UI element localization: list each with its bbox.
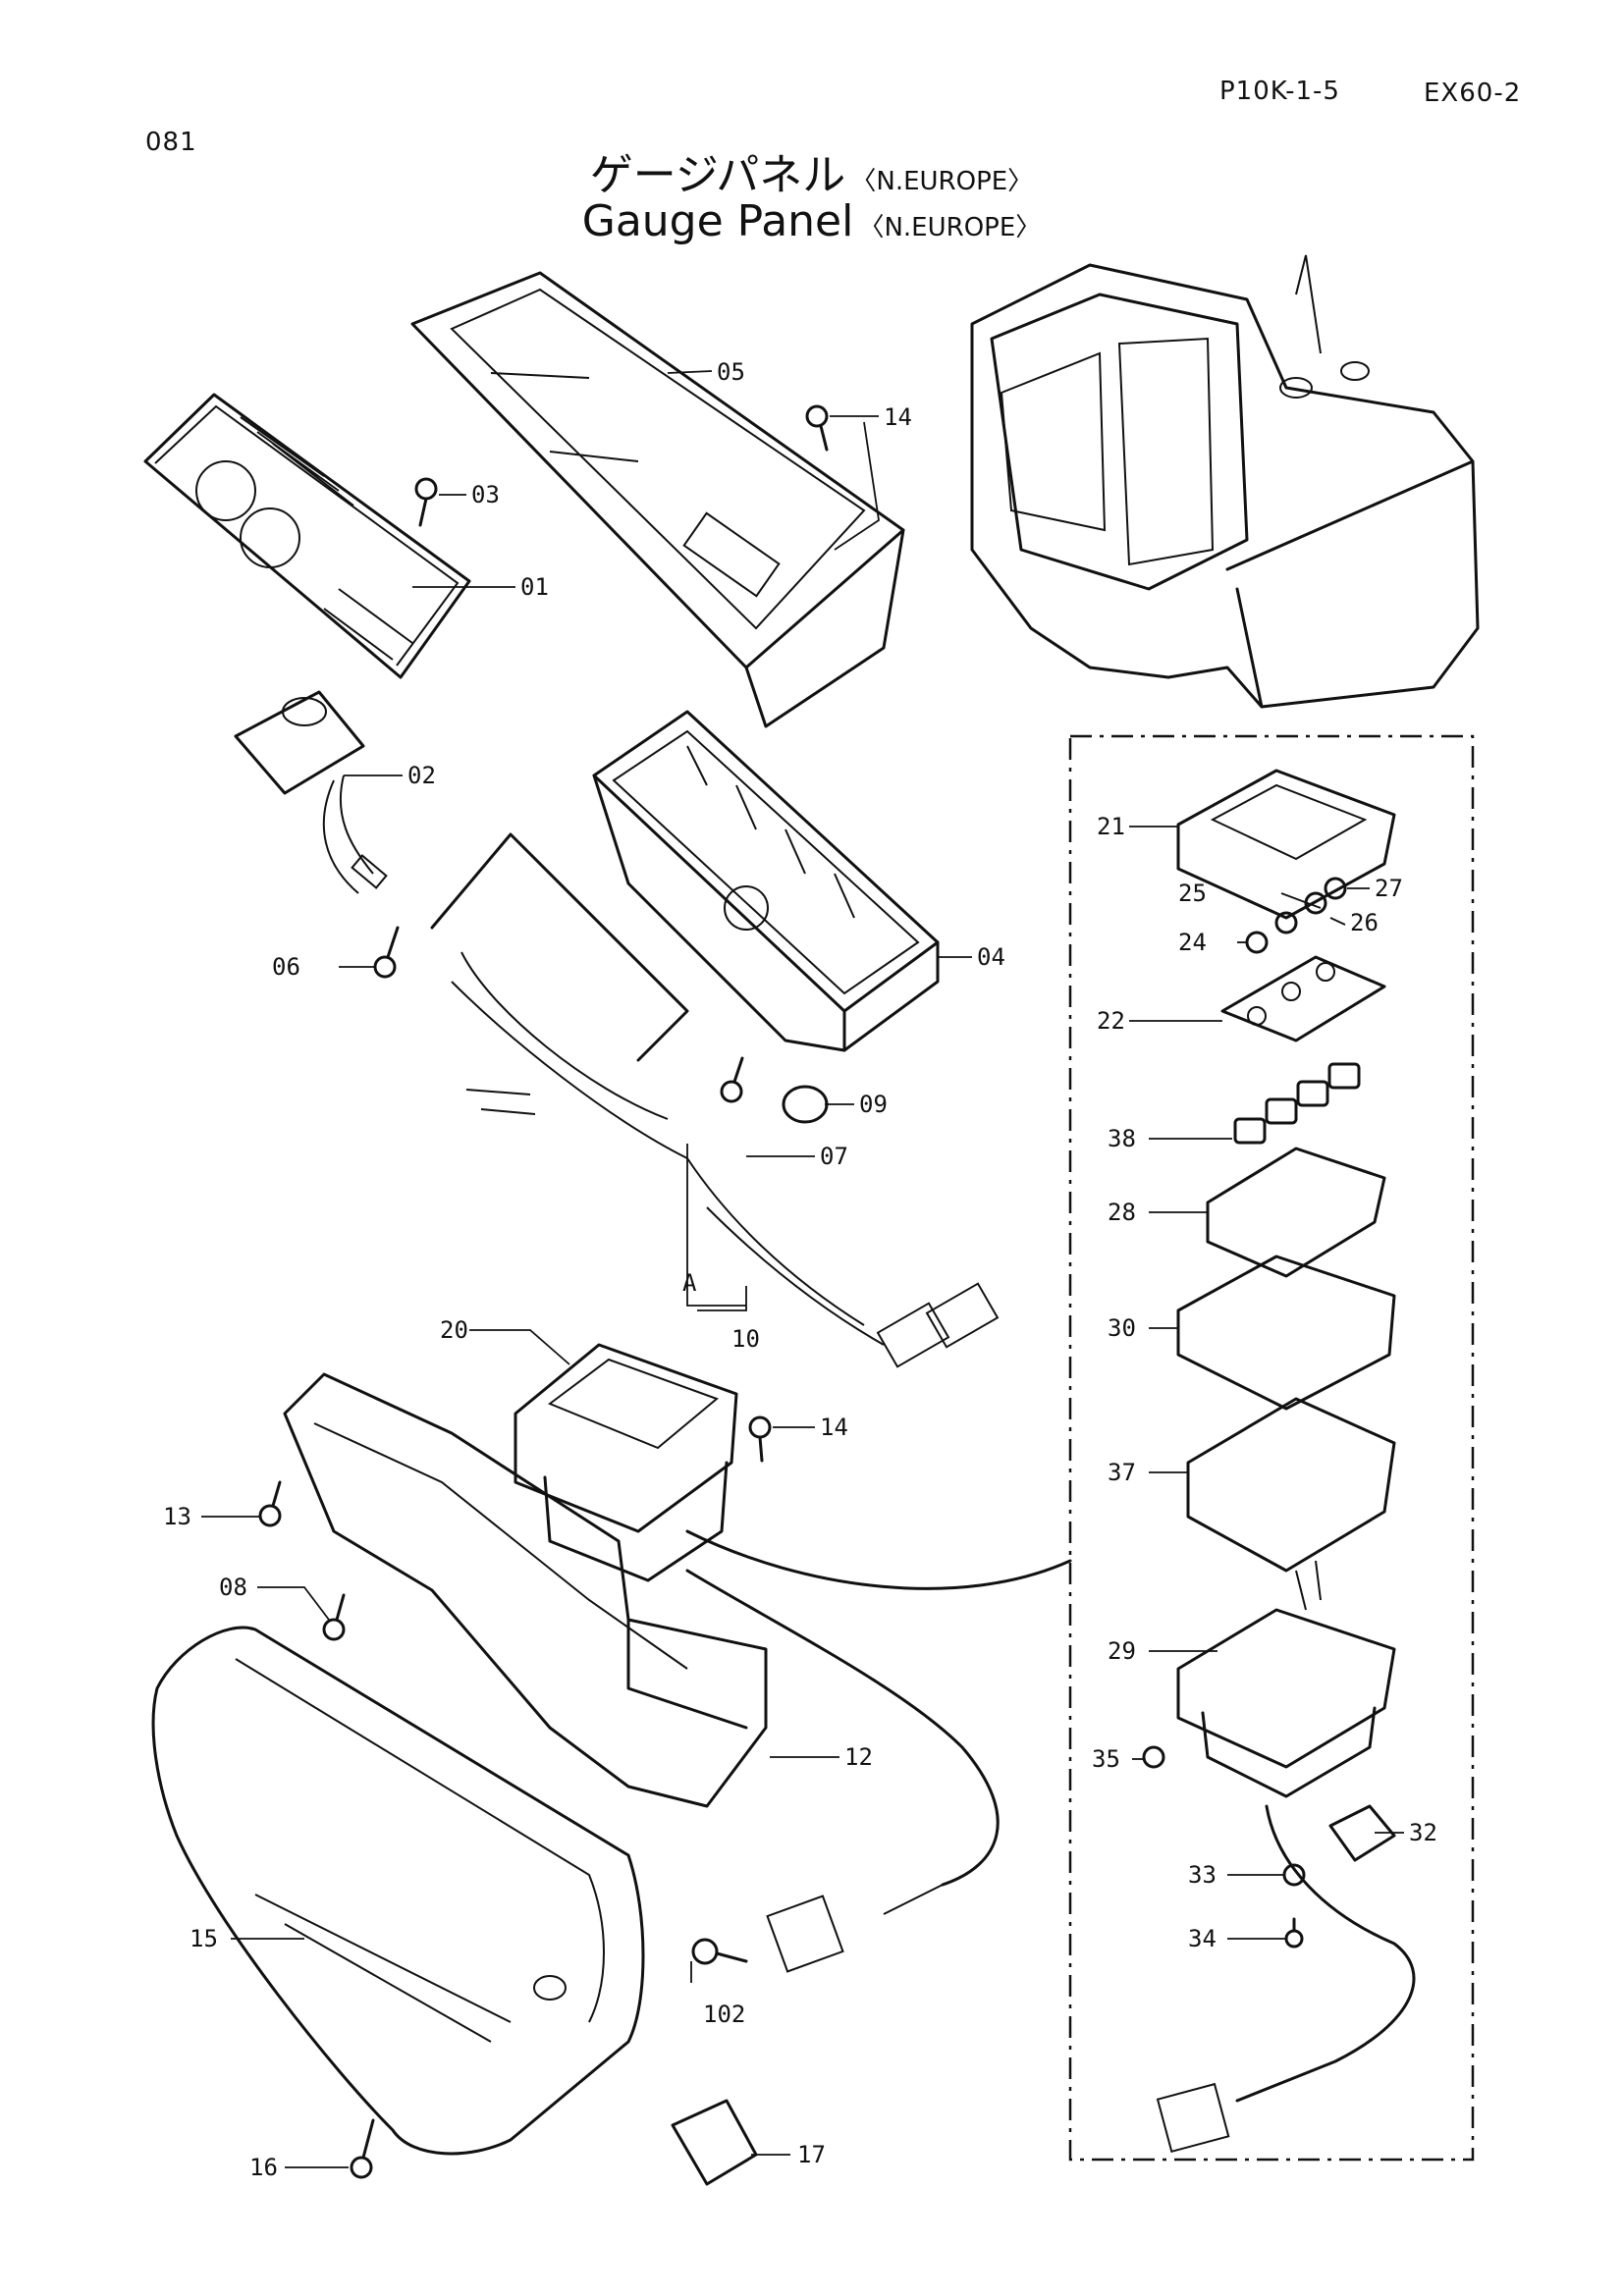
detail-enclosure: [1068, 734, 1475, 2162]
part-13-screw: [258, 1480, 282, 1527]
leader-lines: [201, 370, 1404, 2168]
part-05-console-cover: [410, 271, 905, 728]
callout-10: 10: [731, 1325, 760, 1353]
callout-27: 27: [1375, 875, 1403, 902]
callout-102: 102: [703, 2001, 745, 2028]
wiring-harness-bundle: [430, 832, 1000, 1368]
callout-26: 26: [1350, 909, 1379, 936]
part-08-screw: [322, 1593, 346, 1641]
part-02-switch-assembly: [234, 690, 388, 894]
inset-part-28: [1206, 1147, 1386, 1278]
callout-06: 06: [272, 953, 300, 981]
inset-part-29: [1176, 1608, 1396, 1798]
part-01-face-plate: [143, 393, 471, 679]
callout-16: 16: [249, 2154, 278, 2181]
page-code: P10K-1-5: [1219, 77, 1340, 106]
part-14-screw-lower: [748, 1415, 772, 1463]
callout-15: 15: [189, 1925, 218, 1952]
callout-09: 09: [859, 1091, 888, 1118]
title-japanese: ゲージパネル 〈N.EUROPE〉: [0, 139, 1623, 202]
callout-21: 21: [1097, 813, 1125, 840]
callout-13: 13: [163, 1503, 191, 1530]
callout-22: 22: [1097, 1007, 1125, 1035]
title-region-jp: 〈N.EUROPE〉: [850, 167, 1034, 196]
callout-38: 38: [1108, 1125, 1136, 1152]
callout-04: 04: [977, 943, 1005, 971]
callout-17: 17: [797, 2141, 826, 2168]
model-number: EX60-2: [1424, 79, 1522, 108]
callout-14-lower: 14: [820, 1414, 848, 1441]
callout-07: 07: [820, 1143, 848, 1170]
callout-29: 29: [1108, 1637, 1136, 1665]
callout-08: 08: [219, 1574, 247, 1601]
inset-part-32: [1328, 1804, 1396, 1862]
inset-remote-cable: [1156, 1804, 1416, 2154]
callout-30: 30: [1108, 1314, 1136, 1342]
callout-12: 12: [844, 1743, 873, 1771]
part-15-lower-cover: [151, 1626, 645, 2156]
callout-25: 25: [1178, 880, 1207, 907]
excavator-cab-overview: [970, 254, 1480, 709]
callout-20: 20: [440, 1316, 468, 1344]
part-03-screw: [414, 477, 438, 527]
inset-part-22: [1220, 955, 1386, 1042]
callout-28: 28: [1108, 1199, 1136, 1226]
callout-05: 05: [717, 358, 745, 386]
callout-ref-a: A: [682, 1269, 697, 1297]
part-06-screw: [373, 926, 400, 979]
part-12-console-bracket: [283, 1372, 768, 1808]
title-english-text: Gauge Panel: [581, 196, 854, 246]
inset-part-38: [1233, 1062, 1361, 1145]
callout-33: 33: [1188, 1861, 1217, 1889]
inset-part-30: [1176, 1255, 1396, 1411]
part-07-screw: [720, 1056, 744, 1103]
part-14-screw-top: [805, 404, 829, 452]
callout-02: 02: [407, 762, 436, 789]
title-english: Gauge Panel 〈N.EUROPE〉: [0, 196, 1623, 246]
callout-01: 01: [520, 573, 549, 601]
callout-14-top: 14: [884, 403, 912, 431]
callout-37: 37: [1108, 1459, 1136, 1486]
callout-03: 03: [471, 481, 500, 508]
inset-part-37: [1186, 1397, 1396, 1611]
part-04-meter-housing: [592, 710, 940, 1052]
title-region-en: 〈N.EUROPE〉: [858, 213, 1042, 242]
cable-to-remote-box: [685, 1529, 1072, 1973]
title-japanese-text: ゲージパネル: [589, 150, 846, 200]
part-17-cap: [671, 2099, 758, 2186]
callout-24: 24: [1178, 929, 1207, 956]
sheet-number: 081: [145, 128, 197, 157]
part-09-grommet: [782, 1085, 829, 1124]
inset-part-21: [1176, 769, 1396, 920]
callout-35: 35: [1092, 1745, 1120, 1773]
part-16-screw: [350, 2118, 375, 2179]
callout-34: 34: [1188, 1925, 1217, 1952]
part-102-bolt: [691, 1938, 748, 1965]
part-20-switch-box: [514, 1343, 738, 1582]
inset-caps-24-25-26-27: [1245, 877, 1347, 954]
callout-32: 32: [1409, 1819, 1437, 1846]
